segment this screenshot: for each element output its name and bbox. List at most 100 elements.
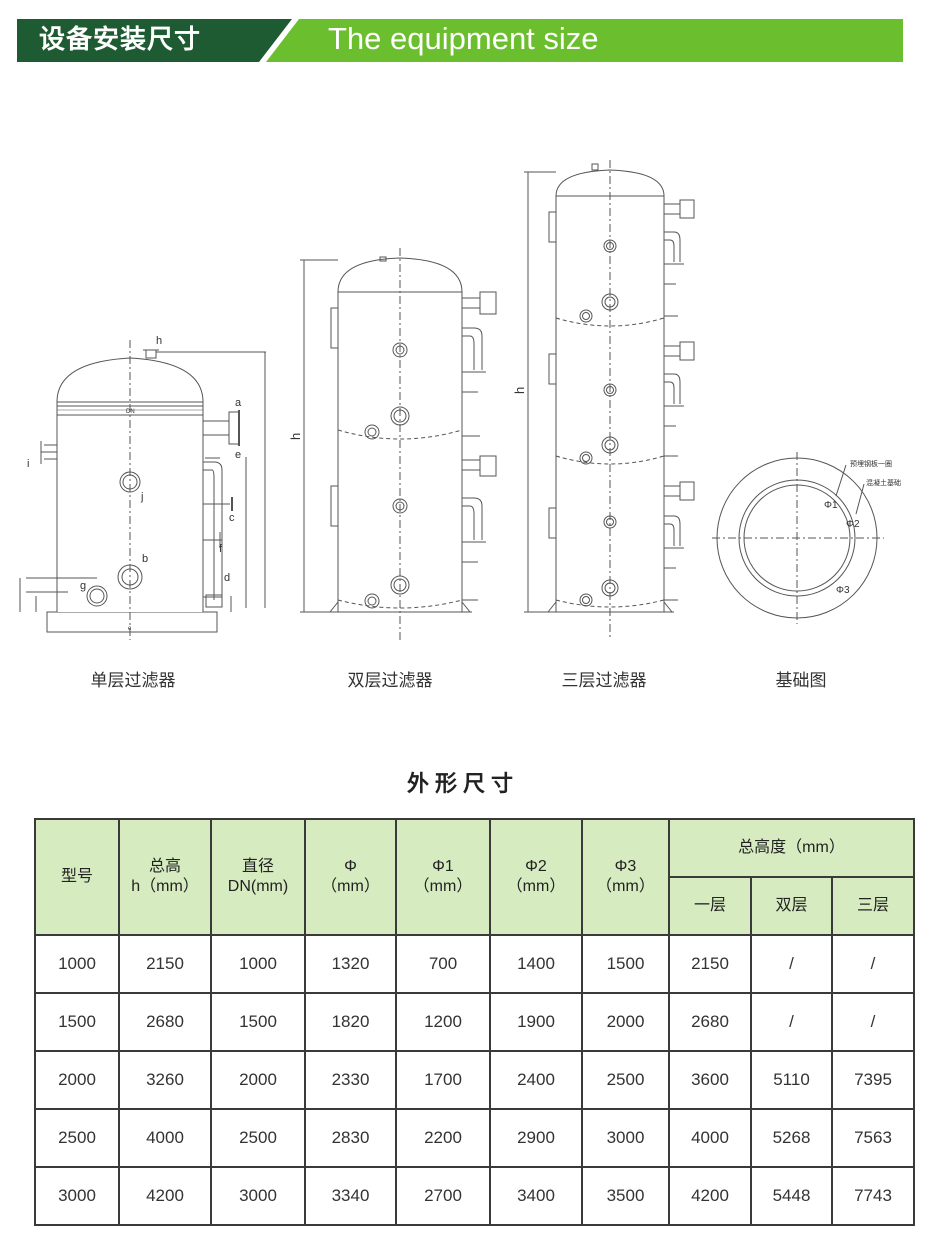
table-cell: 1500	[34, 992, 120, 1052]
table-cell: 2000	[581, 992, 670, 1052]
table-cell: 3260	[118, 1050, 212, 1110]
table-cell: 7563	[830, 1108, 916, 1168]
label-base: e	[128, 626, 132, 632]
table-cell: 1000	[210, 934, 306, 994]
table-cell: 4200	[118, 1166, 212, 1226]
single-layer-filter-drawing	[19, 340, 266, 640]
table-cell: 3000	[34, 1166, 120, 1226]
caption-single-layer: 单层过滤器	[90, 671, 176, 691]
header-title-cn: 设备安装尺寸	[39, 25, 202, 55]
double-label-h: h	[288, 433, 303, 440]
table-cell: 2000	[34, 1050, 120, 1110]
table-cell: /	[750, 934, 833, 994]
foundation-phi2: Φ2	[846, 519, 860, 530]
section-header-banner: 设备安装尺寸 The equipment size	[17, 19, 903, 62]
table-cell: 1820	[304, 992, 397, 1052]
header-phi1: Φ1（mm）	[395, 818, 491, 936]
table-cell: 2680	[118, 992, 212, 1052]
label-b: b	[142, 553, 148, 565]
table-cell: 1500	[581, 934, 670, 994]
label-d: d	[224, 572, 230, 584]
table-cell: /	[830, 992, 916, 1052]
table-cell: 1400	[489, 934, 583, 994]
header-layer-3: 三层	[830, 876, 916, 936]
table-cell: 4000	[668, 1108, 752, 1168]
table-cell: 3000	[210, 1166, 306, 1226]
table-title: 外形尺寸	[406, 772, 519, 797]
header-phi3: Φ3（mm）	[581, 818, 670, 936]
foundation-phi3: Φ3	[836, 585, 850, 596]
table-cell: 1700	[395, 1050, 491, 1110]
triple-layer-filter-drawing	[524, 160, 695, 640]
table-cell: 1500	[210, 992, 306, 1052]
label-dn: DN	[126, 409, 135, 415]
table-cell: 3500	[581, 1166, 670, 1226]
header-model: 型号	[34, 818, 120, 936]
table-cell: 1900	[489, 992, 583, 1052]
table-cell: 4000	[118, 1108, 212, 1168]
table-cell: 2500	[34, 1108, 120, 1168]
label-c: c	[229, 512, 235, 524]
table-cell: 700	[395, 934, 491, 994]
table-cell: /	[830, 934, 916, 994]
table-cell: 2700	[395, 1166, 491, 1226]
table-cell: 7395	[830, 1050, 916, 1110]
foundation-drawing	[712, 452, 884, 624]
label-a: a	[235, 397, 242, 409]
table-cell: 2150	[118, 934, 212, 994]
table-cell: 2330	[304, 1050, 397, 1110]
table-cell: 2400	[489, 1050, 583, 1110]
table-cell: 3000	[581, 1108, 670, 1168]
label-f: f	[219, 543, 223, 555]
caption-triple-layer: 三层过滤器	[561, 671, 647, 691]
header-total-height: 总高度（mm）	[667, 818, 916, 878]
caption-foundation: 基础图	[775, 671, 827, 691]
table-cell: 1320	[304, 934, 397, 994]
label-j: j	[140, 491, 143, 503]
foundation-note-steel: 预埋钢板一圈	[850, 459, 892, 468]
table-cell: 1000	[34, 934, 120, 994]
foundation-phi1: Φ1	[824, 500, 838, 511]
table-cell: 5110	[750, 1050, 833, 1110]
table-cell: 2500	[581, 1050, 670, 1110]
header-layer-1: 一层	[668, 876, 752, 936]
header-phi: Φ（mm）	[304, 818, 397, 936]
foundation-note-concrete: 混凝土基础	[866, 478, 901, 487]
table-cell: 1200	[395, 992, 491, 1052]
double-layer-filter-drawing	[300, 248, 497, 640]
table-cell: 2150	[668, 934, 752, 994]
table-cell: 3340	[304, 1166, 397, 1226]
triple-label-h: h	[512, 387, 527, 394]
header-layer-2: 双层	[750, 876, 833, 936]
header-phi2: Φ2（mm）	[489, 818, 583, 936]
table-cell: 2680	[668, 992, 752, 1052]
table-cell: 5448	[750, 1166, 833, 1226]
label-g: g	[80, 580, 86, 592]
caption-double-layer: 双层过滤器	[347, 671, 433, 691]
table-cell: 5268	[750, 1108, 833, 1168]
table-cell: 2900	[489, 1108, 583, 1168]
table-cell: 2500	[210, 1108, 306, 1168]
table-cell: /	[750, 992, 833, 1052]
table-cell: 7743	[830, 1166, 916, 1226]
table-cell: 4200	[668, 1166, 752, 1226]
table-cell: 3600	[668, 1050, 752, 1110]
table-cell: 2000	[210, 1050, 306, 1110]
label-h: h	[156, 335, 162, 347]
label-i: i	[27, 458, 29, 470]
equipment-drawings: h a e i j c f b d g DN e	[19, 160, 901, 640]
banner-background	[17, 19, 903, 62]
label-e: e	[235, 449, 241, 461]
table-cell: 2830	[304, 1108, 397, 1168]
table-cell: 2200	[395, 1108, 491, 1168]
header-title-en: The equipment size	[328, 21, 599, 56]
table-cell: 3400	[489, 1166, 583, 1226]
